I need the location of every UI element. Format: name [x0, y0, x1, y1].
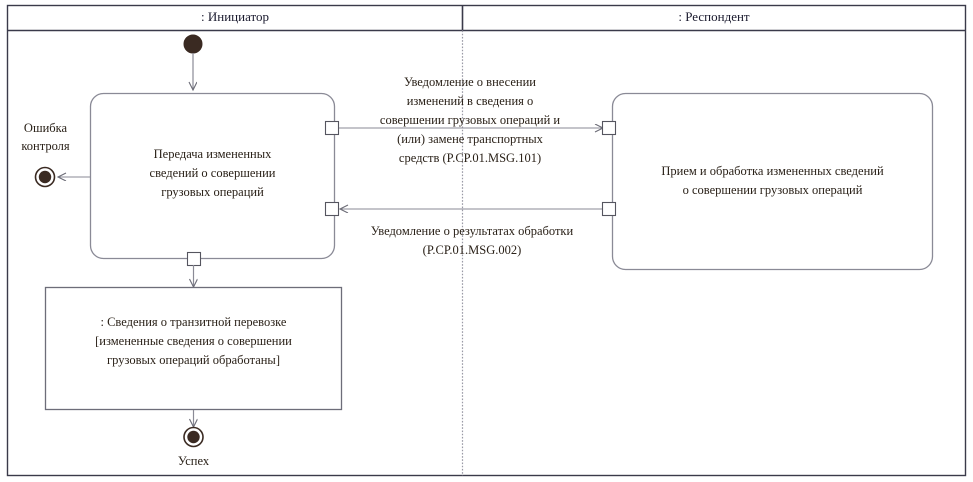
- final-success-line-1: Успех: [177, 454, 210, 468]
- edge-request: [324, 120, 617, 136]
- edge-request-line-3: совершении грузовых операций и: [379, 113, 561, 127]
- activity-node-left-shape: [89, 92, 336, 260]
- edge-response-line-2: (P.CP.01.MSG.002): [422, 243, 522, 257]
- activity-left-line-1: Передача измененных: [153, 147, 272, 161]
- object-node-line-3: грузовых операций обработаны]: [107, 353, 280, 367]
- edge-request-line-2: изменений в сведения о: [406, 94, 534, 108]
- edge-error-control: [34, 166, 90, 188]
- lane-title-initiator-text: : Инициатор: [200, 9, 270, 24]
- edge-to-success: [183, 410, 204, 448]
- final-node-success-label: Успех: [133, 452, 254, 470]
- edge-request-line-4: (или) замене транспортных: [397, 132, 543, 146]
- activity-left-line-3: грузовых операций: [161, 185, 264, 199]
- initial-node: [183, 34, 203, 90]
- object-node-line-2: [измененные сведения о совершении: [95, 334, 292, 348]
- lane-title-respondent: : Респондент: [463, 9, 965, 25]
- edge-to-object-node: [186, 251, 202, 288]
- edge-request-line-5: средств (P.CP.01.MSG.101): [398, 151, 542, 165]
- lane-title-respondent-text: : Респондент: [678, 9, 750, 24]
- final-error-line-2: контроля: [21, 139, 70, 153]
- activity-node-right-shape: [611, 92, 934, 271]
- activity-node-right-label: Прием и обработка измененных сведений о …: [613, 162, 932, 200]
- activity-right-line-1: Прием и обработка измененных сведений: [661, 164, 884, 178]
- object-node-line-1: : Сведения о транзитной перевозке: [100, 315, 287, 329]
- object-node-shape: [44, 286, 343, 411]
- object-node-label: : Сведения о транзитной перевозке [измен…: [46, 313, 341, 370]
- edge-response: [324, 201, 617, 217]
- activity-left-line-2: сведений о совершении: [149, 166, 276, 180]
- activity-node-left-label: Передача измененных сведений о совершени…: [91, 145, 334, 202]
- edge-request-line-1: Уведомление о внесении: [404, 75, 536, 89]
- edge-response-label: Уведомление о результатах обработки (P.C…: [330, 222, 614, 260]
- edge-request-label: Уведомление о внесении изменений в сведе…: [330, 73, 610, 168]
- final-node-error-label: Ошибка контроля: [0, 119, 91, 155]
- lane-title-initiator: : Инициатор: [8, 9, 462, 25]
- activity-right-line-2: о совершении грузовых операций: [682, 183, 863, 197]
- edge-response-line-1: Уведомление о результатах обработки: [370, 224, 574, 238]
- final-error-line-1: Ошибка: [23, 121, 68, 135]
